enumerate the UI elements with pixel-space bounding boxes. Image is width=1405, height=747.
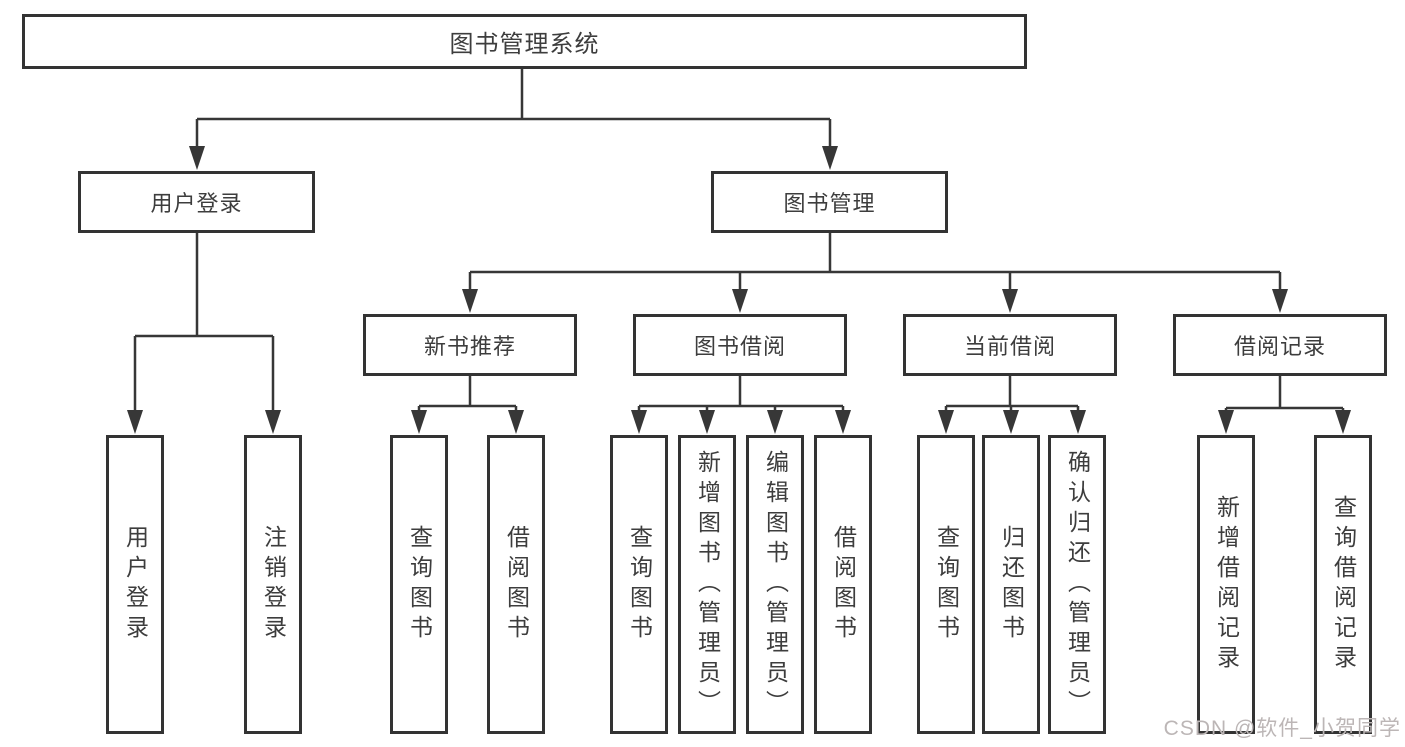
node-leaf-confirm-return-admin: 确认归还（管理员） — [1048, 435, 1106, 734]
node-label: 用户登录 — [150, 191, 243, 216]
node-leaf-logout: 注销登录 — [244, 435, 302, 734]
node-label: 新书推荐 — [423, 334, 516, 359]
arrow-down-icon — [1002, 289, 1018, 313]
connector-root-to-level2 — [195, 69, 832, 152]
node-label: 注销登录 — [260, 524, 287, 645]
node-label: 查询借阅记录 — [1330, 494, 1357, 675]
arrow-down-icon — [1272, 289, 1288, 313]
node-label: 新增图书（管理员） — [694, 449, 721, 720]
arrow-down-icon — [938, 410, 954, 434]
arrow-down-icon — [699, 410, 715, 434]
arrow-down-icon — [189, 146, 205, 170]
node-leaf-query-books-borrow: 查询图书 — [610, 435, 668, 734]
connector-new-book-recommend-to-leaves — [417, 376, 518, 418]
node-leaf-edit-books-admin: 编辑图书（管理员） — [746, 435, 804, 734]
node-book-management: 图书管理 — [711, 171, 948, 233]
node-label: 新增借阅记录 — [1213, 494, 1240, 675]
arrow-down-icon — [631, 410, 647, 434]
node-label: 借阅图书 — [503, 524, 530, 645]
arrow-down-icon — [1003, 410, 1019, 434]
node-label: 当前借阅 — [963, 334, 1056, 359]
arrow-down-icon — [1218, 410, 1234, 434]
connector-borrow-records-to-leaves — [1224, 376, 1345, 418]
node-label: 查询图书 — [933, 524, 960, 645]
node-borrow-records: 借阅记录 — [1173, 314, 1387, 376]
arrow-down-icon — [462, 289, 478, 313]
arrow-down-icon — [265, 410, 281, 434]
node-leaf-add-borrow-record: 新增借阅记录 — [1197, 435, 1255, 734]
arrow-down-icon — [508, 410, 524, 434]
node-leaf-query-books-current: 查询图书 — [917, 435, 975, 734]
node-leaf-user-login: 用户登录 — [106, 435, 164, 734]
arrow-down-icon — [822, 146, 838, 170]
node-leaf-query-books-recommend: 查询图书 — [390, 435, 448, 734]
node-leaf-borrow-books-recommend: 借阅图书 — [487, 435, 545, 734]
node-book-borrow: 图书借阅 — [633, 314, 847, 376]
node-label: 确认归还（管理员） — [1064, 449, 1091, 720]
node-label: 图书管理系统 — [449, 31, 600, 58]
node-leaf-query-borrow-record: 查询借阅记录 — [1314, 435, 1372, 734]
node-label: 用户登录 — [122, 524, 149, 645]
node-user-login: 用户登录 — [78, 171, 315, 233]
connector-user-login-to-leaves — [133, 233, 275, 418]
node-current-borrow: 当前借阅 — [903, 314, 1117, 376]
node-new-book-recommend: 新书推荐 — [363, 314, 577, 376]
node-label: 图书借阅 — [693, 334, 786, 359]
node-label: 查询图书 — [406, 524, 433, 645]
node-leaf-borrow-books: 借阅图书 — [814, 435, 872, 734]
watermark: CSDN @软件_小贺同学 — [1163, 717, 1401, 740]
arrow-down-icon — [1335, 410, 1351, 434]
node-label: 查询图书 — [626, 524, 653, 645]
node-library-management-system: 图书管理系统 — [22, 14, 1027, 69]
arrow-down-icon — [411, 410, 427, 434]
node-label: 图书管理 — [783, 191, 876, 216]
node-label: 归还图书 — [998, 524, 1025, 645]
node-label: 编辑图书（管理员） — [762, 449, 789, 720]
arrow-down-icon — [767, 410, 783, 434]
node-leaf-add-books-admin: 新增图书（管理员） — [678, 435, 736, 734]
connector-book-management-to-level3 — [468, 233, 1282, 297]
node-label: 借阅记录 — [1233, 334, 1326, 359]
arrow-down-icon — [732, 289, 748, 313]
node-leaf-return-books: 归还图书 — [982, 435, 1040, 734]
arrow-down-icon — [1070, 410, 1086, 434]
arrow-down-icon — [835, 410, 851, 434]
arrow-down-icon — [127, 410, 143, 434]
node-label: 借阅图书 — [830, 524, 857, 645]
connector-book-borrow-to-leaves — [637, 376, 845, 418]
